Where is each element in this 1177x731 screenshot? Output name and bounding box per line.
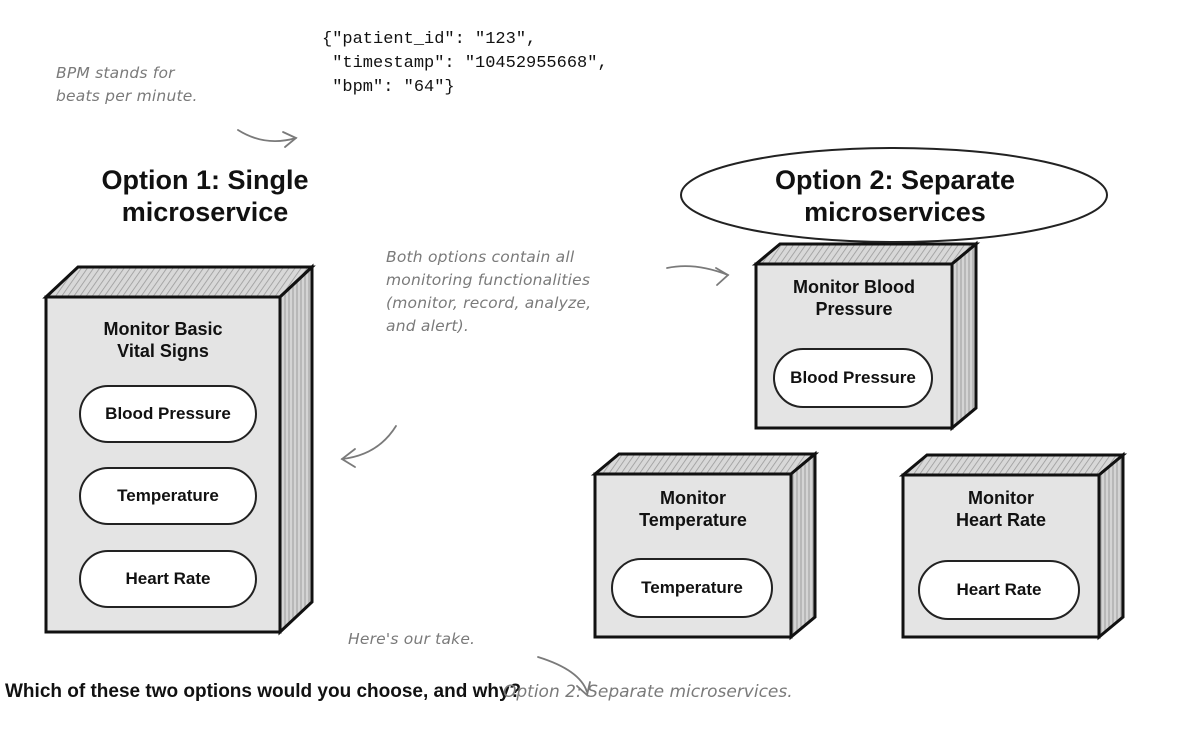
our-take-arrow — [537, 656, 588, 693]
option2-item-blood-pressure: Blood Pressure — [773, 348, 933, 408]
our-take-note: Here's our take. — [348, 630, 476, 648]
json-line: "bpm": "64"} — [322, 78, 455, 97]
bpm-arrow — [237, 129, 297, 142]
json-line: "timestamp": "10452955668", — [322, 54, 608, 73]
option1-item-temperature: Temperature — [79, 467, 257, 525]
option2-item-heart-rate: Heart Rate — [918, 560, 1080, 620]
option2-box-a-drawing — [751, 240, 981, 432]
option2-heading: Option 2: Separate microservices — [774, 165, 1016, 227]
both-options-arrow — [666, 265, 729, 276]
annotation-arrows — [237, 129, 730, 697]
bpm-note: BPM stands for beats per minute. — [56, 64, 198, 105]
option2-highlight-ellipse — [680, 147, 1108, 243]
json-line: {"patient_id": "123", — [322, 30, 537, 49]
json-sample: {"patient_id": "123", "timestamp": "1045… — [322, 28, 608, 100]
option2-item-temperature: Temperature — [611, 558, 773, 618]
both-options-note: Both options contain all monitoring func… — [386, 248, 592, 335]
option2-box-b-title: Monitor Temperature — [639, 488, 747, 530]
option2-box-a-title: Monitor Blood Pressure — [793, 277, 915, 319]
question-text: Which of these two options would you cho… — [5, 681, 522, 702]
option1-heading: Option 1: Single microservice — [101, 165, 309, 227]
answer-text: Option 2: Separate microservices. — [503, 682, 793, 702]
option2-box-c-title: Monitor Heart Rate — [955, 488, 1047, 530]
to-option1-arrow — [341, 425, 397, 460]
option1-item-blood-pressure: Blood Pressure — [79, 385, 257, 443]
option1-box-title: Monitor Basic Vital Signs — [103, 319, 223, 361]
option1-item-heart-rate: Heart Rate — [79, 550, 257, 608]
